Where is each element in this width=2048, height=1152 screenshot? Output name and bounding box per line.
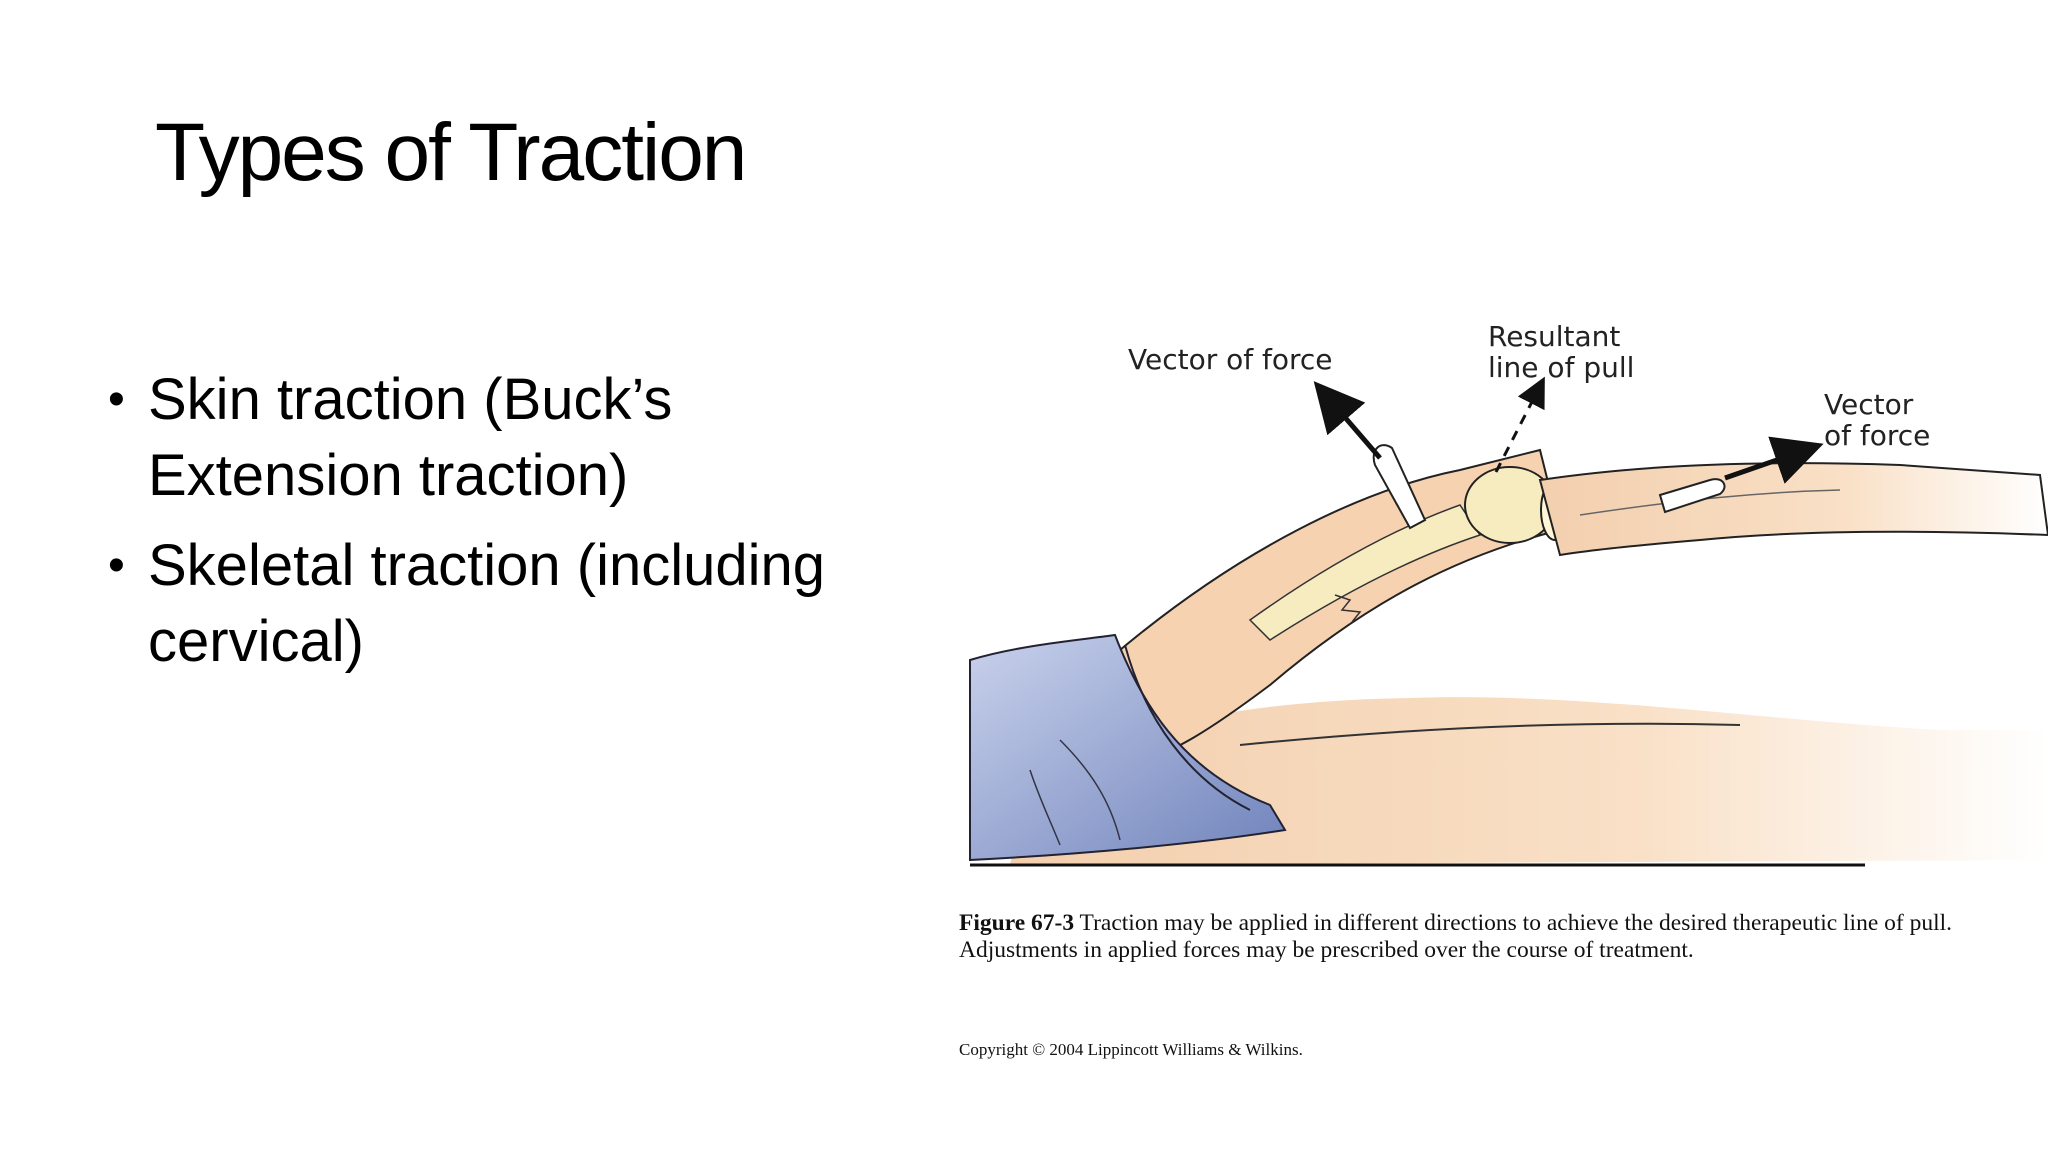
figure-caption-label: Figure 67-3 — [959, 910, 1075, 936]
leg-traction-illustration — [969, 376, 2048, 867]
bullet-list: • Skin traction (Buck’s Extension tracti… — [108, 362, 908, 694]
bullet-item-skeletal-traction: • Skeletal traction (including cervical) — [108, 528, 908, 680]
femur-bone — [1248, 504, 1482, 641]
gown-shape — [969, 633, 1287, 862]
shin-shape — [1538, 462, 2048, 557]
vector-arrow-right — [1724, 436, 1824, 484]
label-resultant-line1: Resultant — [1488, 320, 1621, 353]
slide-title: Types of Traction — [155, 107, 747, 198]
traction-pin-left — [1372, 444, 1427, 530]
label-vector-of-force-right-line1: Vector — [1824, 388, 1914, 421]
traction-pin-right — [1658, 478, 1726, 514]
resultant-arrow — [1494, 376, 1545, 473]
bullet-symbol: • — [108, 539, 125, 592]
figure-caption-text: Traction may be applied in different dir… — [959, 910, 1953, 963]
bullet-text: Skin traction (Buck’s Extension traction… — [148, 367, 673, 508]
vector-arrow-left — [1313, 381, 1382, 460]
figure-caption: Figure 67-3 Traction may be applied in d… — [959, 910, 1959, 964]
label-vector-of-force-left: Vector of force — [1128, 343, 1333, 376]
bullet-text: Skeletal traction (including cervical) — [148, 533, 826, 674]
bullet-item-skin-traction: • Skin traction (Buck’s Extension tracti… — [108, 362, 908, 514]
label-resultant-line2: line of pull — [1488, 351, 1635, 384]
bullet-symbol: • — [108, 373, 125, 426]
label-vector-of-force-right-line2: of force — [1824, 419, 1931, 452]
traction-figure: Vector of force Resultant line of pull V… — [940, 300, 2048, 1152]
figure-copyright: Copyright © 2004 Lippincott Williams & W… — [959, 1040, 1303, 1059]
